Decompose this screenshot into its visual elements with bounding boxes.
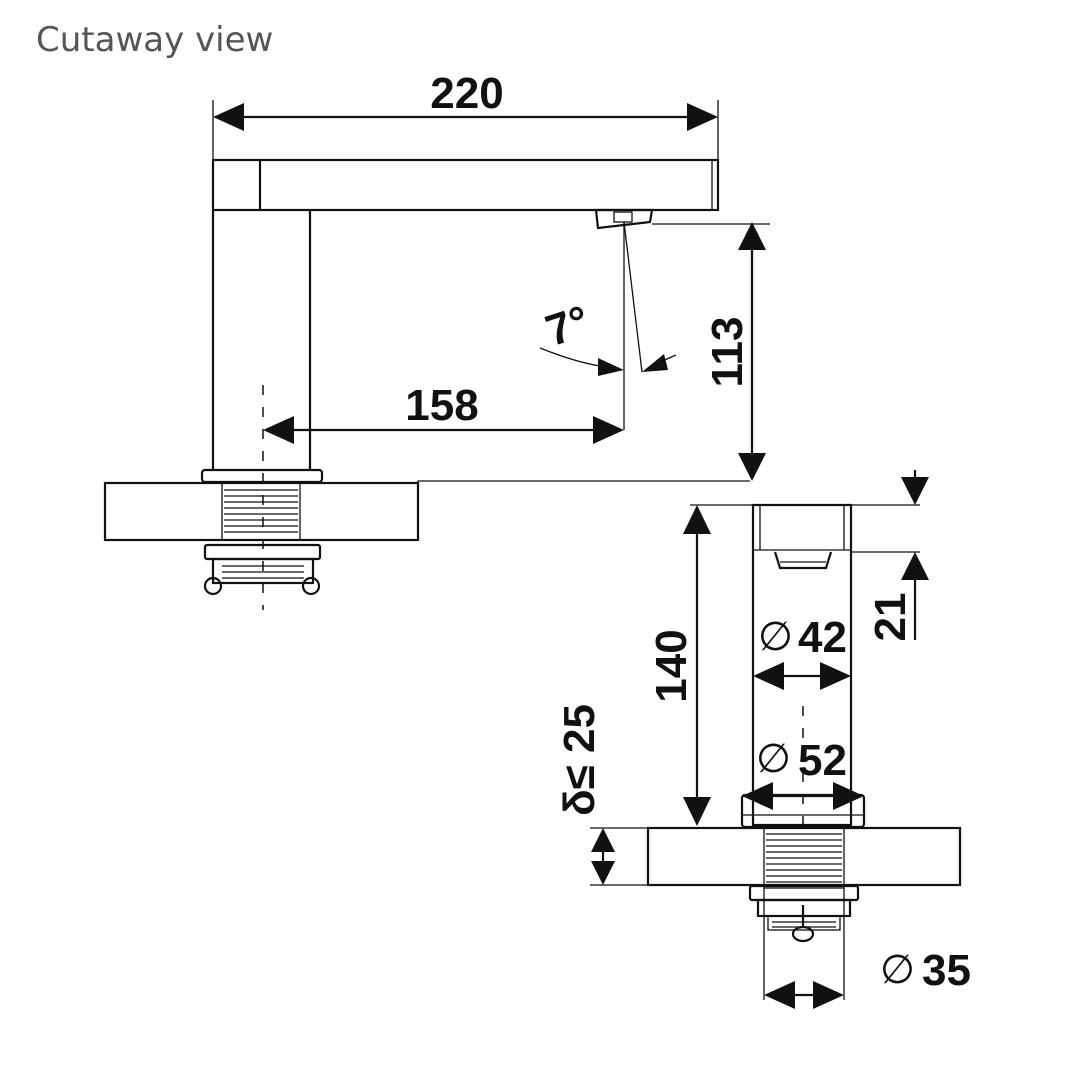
- dim-spout-angle-label: 7°: [540, 296, 595, 356]
- dim-body-diameter-label: 42: [798, 613, 847, 662]
- dim-outlet-height: 21: [851, 470, 929, 641]
- dim-outlet-height-label: 21: [866, 593, 915, 642]
- page-title: Cutaway view: [36, 20, 274, 60]
- dim-deck-thickness: δ≤ 25: [555, 704, 648, 886]
- front-view: [646, 503, 962, 943]
- shank-thread: [221, 482, 301, 541]
- front-aerator: [773, 551, 833, 570]
- dim-shank-diameter-symbol: ∅: [880, 947, 915, 993]
- dim-spout-reach: 158: [263, 381, 624, 444]
- front-hose-fitting: [791, 925, 815, 943]
- water-jet-angle-line: [623, 221, 643, 373]
- dim-spout-angle: 7°: [539, 296, 677, 376]
- dim-body-diameter: ∅ 42: [753, 613, 851, 690]
- dim-deck-thickness-label: δ≤ 25: [555, 704, 604, 816]
- dim-spout-reach-label: 158: [405, 381, 478, 430]
- dim-spout-height: 113: [652, 222, 770, 481]
- spout-outline: [211, 158, 720, 212]
- dim-spout-length-label: 220: [430, 69, 503, 118]
- hose-fitting-right: [301, 576, 321, 596]
- hose-fitting-left: [203, 576, 223, 596]
- base-collar: [200, 468, 324, 484]
- dim-shank-diameter-label: 35: [922, 946, 971, 995]
- dim-spout-height-label: 113: [703, 317, 752, 388]
- dim-base-diameter: ∅ 52: [742, 736, 864, 810]
- dim-base-diameter-label: 52: [798, 736, 847, 785]
- aerator-core: [613, 211, 633, 223]
- front-shank-thread: [763, 827, 845, 889]
- dim-spout-length: 220: [212, 69, 719, 160]
- deck-reference-line: [417, 480, 750, 483]
- dim-body-height: 140: [647, 504, 920, 826]
- dim-shank-diameter: ∅ 35: [763, 888, 971, 1009]
- aerator: [594, 208, 654, 230]
- dim-body-height-label: 140: [647, 629, 696, 702]
- side-view: [103, 158, 750, 610]
- dim-base-diameter-symbol: ∅: [756, 736, 791, 782]
- dim-body-diameter-symbol: ∅: [758, 614, 793, 660]
